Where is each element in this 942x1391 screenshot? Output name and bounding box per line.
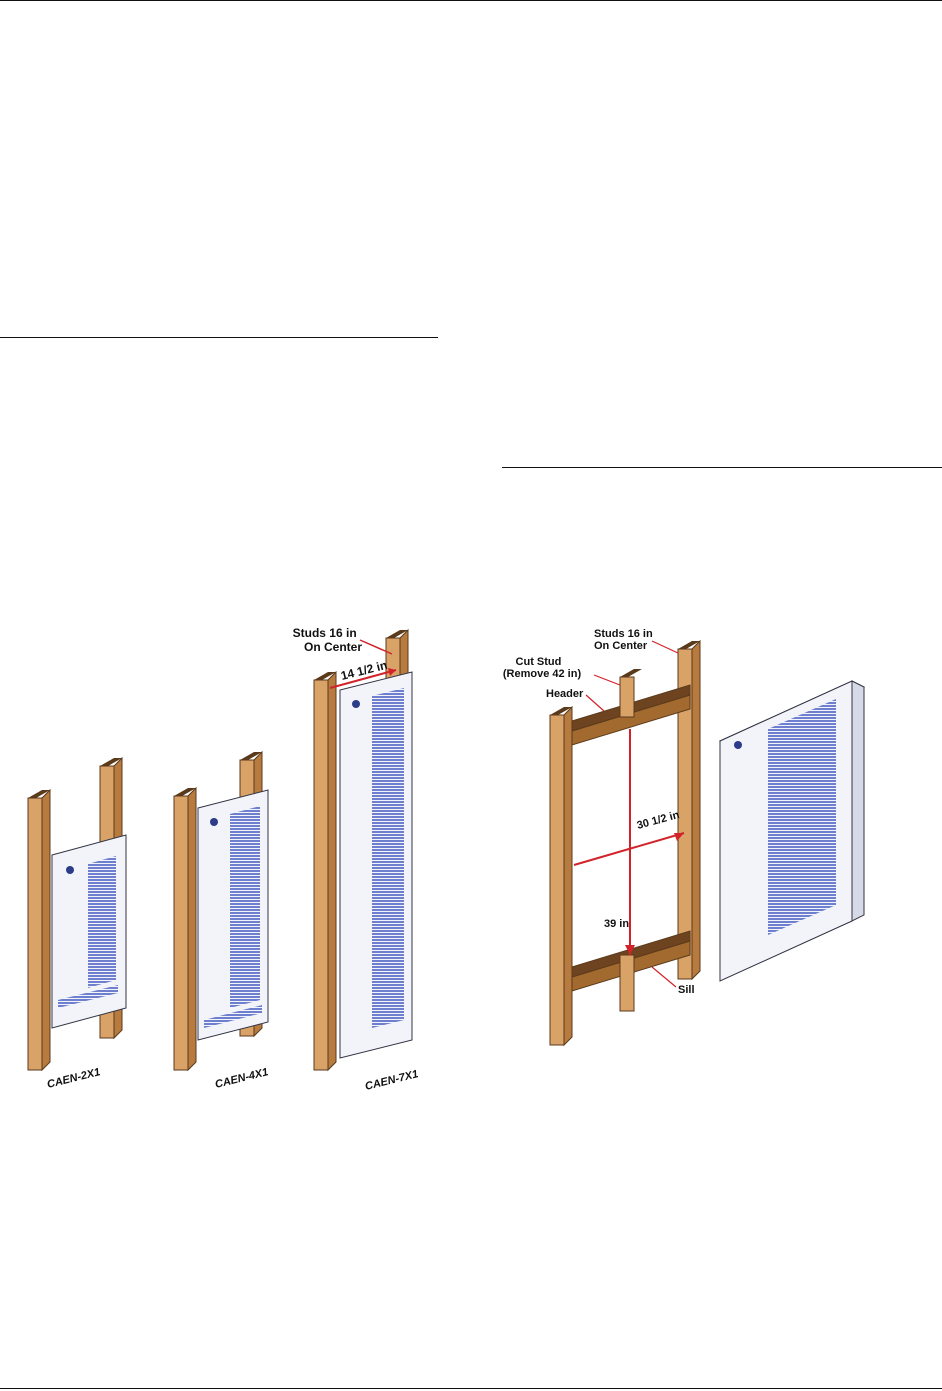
callout-studs-line2: On Center <box>594 640 648 652</box>
model-label-caen-4x1: CAEN-4X1 <box>214 1066 270 1091</box>
cut-stud <box>619 676 635 718</box>
flush-mount-illustration: Studs 16 in On Center Cut Stud (Remove 4… <box>503 628 866 1047</box>
svg-text:Studs 16 in On Center: Studs 16 in On Center <box>293 626 363 654</box>
callout-studs-line1: Studs 16 in <box>594 628 653 640</box>
figure-flush-mount-framing: Studs 16 in On Center Cut Stud (Remove 4… <box>500 615 942 1065</box>
cut-stud-lower <box>619 954 635 1012</box>
top-rule <box>0 0 942 1</box>
svg-text:Cut Stud (Remove 42 in): Cut Stud (Remove 42 in) <box>503 656 582 680</box>
dimension-line <box>329 669 397 689</box>
stud-left <box>549 714 565 1046</box>
caen-7x1-assembly <box>313 628 413 1072</box>
model-label-caen-2x1: CAEN-2X1 <box>46 1066 102 1091</box>
bottom-rule <box>0 1388 942 1389</box>
svg-text:Studs 16 in On Center: Studs 16 in On Center <box>594 628 656 652</box>
model-label-caen-7x1: CAEN-7X1 <box>364 1068 420 1093</box>
header-label: Header <box>546 688 584 700</box>
callout-studs-line2: On Center <box>304 640 362 654</box>
stud <box>27 797 43 1071</box>
caen-4x1-assembly <box>173 750 269 1072</box>
surface-mount-illustration: Studs 16 in On Center 14 1/2 in CAEN-2X1… <box>27 626 420 1093</box>
stud <box>173 795 189 1071</box>
callout-studs-line1: Studs 16 in <box>293 626 357 640</box>
stud <box>100 758 122 766</box>
flush-enclosure <box>718 680 866 982</box>
width-dimension-line <box>573 832 685 866</box>
callout-cut-stud-line2: (Remove 42 in) <box>503 668 582 680</box>
sill-label: Sill <box>678 984 695 996</box>
figure-surface-mount-enclosures: Studs 16 in On Center 14 1/2 in CAEN-2X1… <box>0 600 440 1100</box>
stud <box>313 679 329 1071</box>
stud <box>28 790 50 798</box>
height-dimension-label: 39 in <box>604 918 629 930</box>
width-dimension-label: 30 1/2 in <box>636 809 681 832</box>
section-rule-left <box>0 337 438 338</box>
callout-cut-stud-line1: Cut Stud <box>516 656 562 668</box>
caen-2x1-assembly <box>27 756 127 1072</box>
section-rule-right <box>502 467 942 468</box>
